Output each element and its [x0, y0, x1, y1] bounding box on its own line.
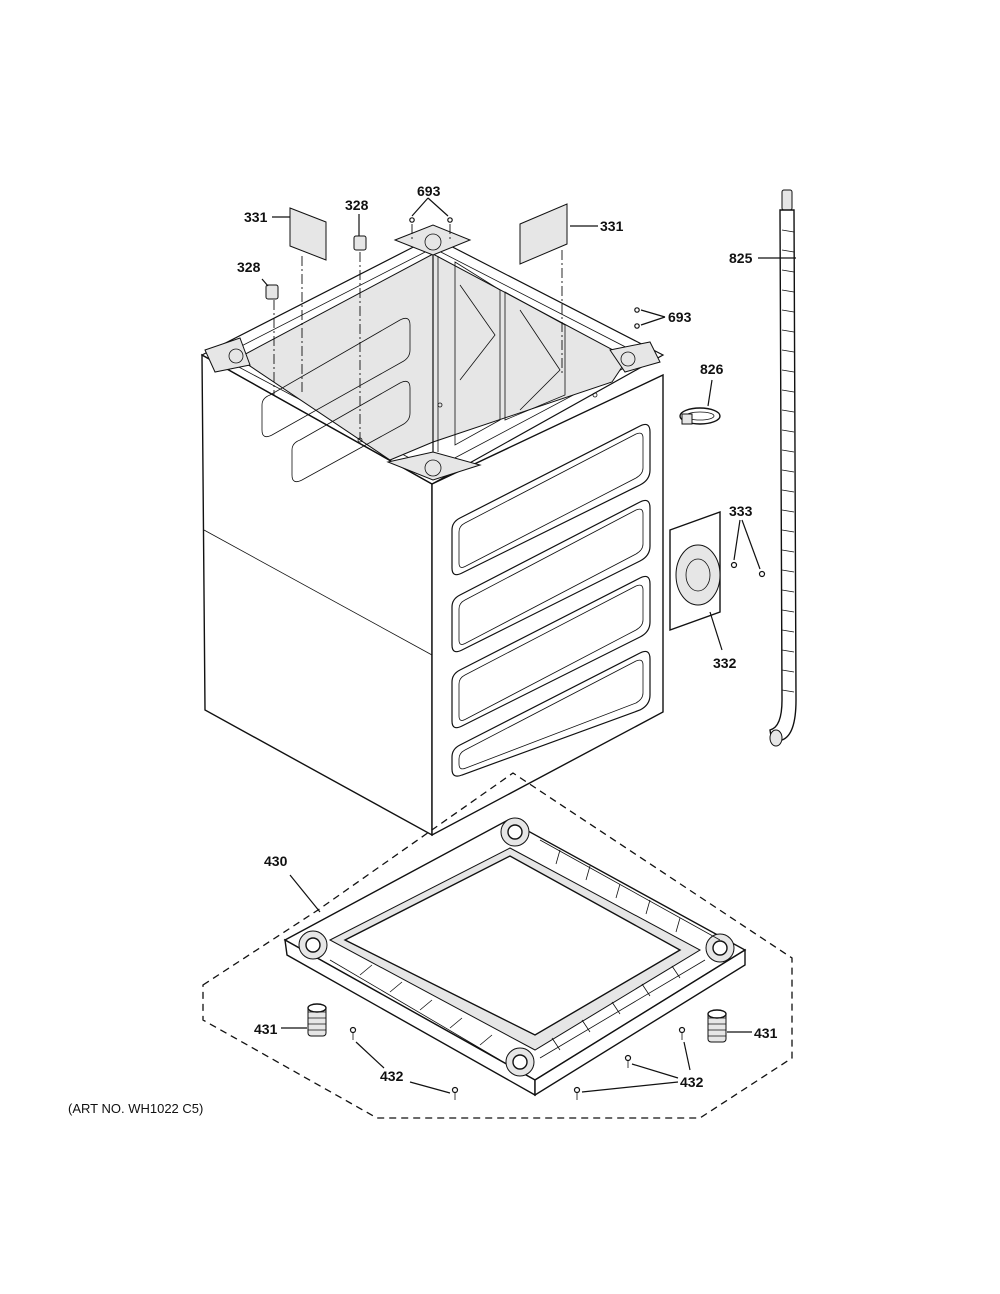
callout-332: 332	[713, 655, 737, 671]
callout-328-left: 328	[237, 259, 261, 275]
callout-331-left: 331	[244, 209, 268, 225]
insulation-pad-right-331	[519, 203, 598, 375]
callout-693-top: 693	[417, 183, 441, 199]
callout-826: 826	[700, 361, 724, 377]
bumper-328-left	[261, 278, 279, 395]
callout-432-left: 432	[380, 1068, 404, 1084]
callout-431-right: 431	[754, 1025, 778, 1041]
callout-432-right: 432	[680, 1074, 704, 1090]
callout-825: 825	[729, 250, 753, 266]
screws-693-top	[409, 197, 453, 240]
base-assembly-430	[202, 772, 793, 1119]
screws-693-right	[634, 307, 666, 329]
drain-hose-825	[758, 189, 797, 747]
screws-333	[730, 519, 766, 578]
hose-clamp-826	[679, 379, 721, 425]
access-cover-332	[669, 511, 723, 651]
bumper-328-top	[353, 214, 367, 440]
art-number: (ART NO. WH1022 C5)	[68, 1101, 203, 1116]
callout-431-left: 431	[254, 1021, 278, 1037]
callout-333: 333	[729, 503, 753, 519]
callout-693-right: 693	[668, 309, 692, 325]
leveling-leg-431-left	[281, 1003, 327, 1037]
screws-432-left	[349, 1026, 459, 1100]
callout-331-right: 331	[600, 218, 624, 234]
cabinet	[200, 224, 665, 837]
leveling-leg-431-right	[707, 1009, 752, 1043]
screws-432-right	[573, 1026, 691, 1100]
callout-328-top: 328	[345, 197, 369, 213]
insulation-pad-left-331	[272, 207, 327, 395]
callout-430: 430	[264, 853, 288, 869]
